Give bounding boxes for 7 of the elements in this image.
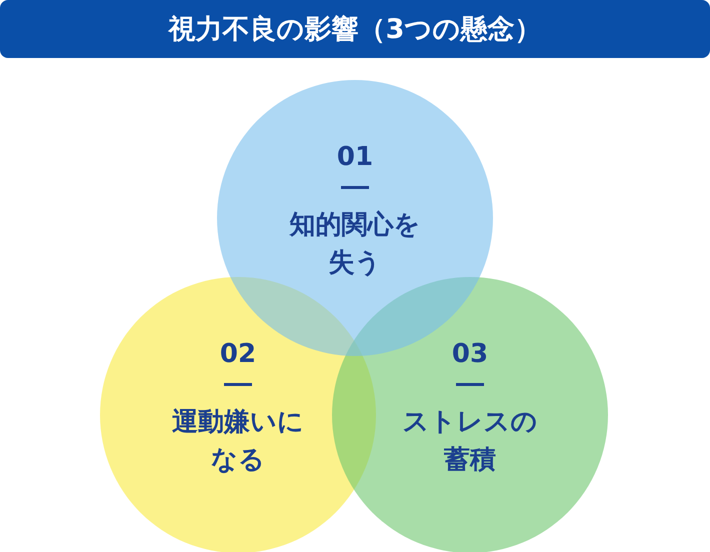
number-label: 03 [450, 339, 490, 369]
title-banner: 視力不良の影響（3つの懸念） [0, 0, 710, 58]
number-label: 01 [336, 142, 374, 172]
number-label: 02 [218, 339, 258, 369]
heading-text: 知的関心を失う [288, 209, 422, 280]
heading-text: 運動嫌いになる [171, 406, 305, 477]
heading-text: ストレスの蓄積 [402, 406, 538, 477]
